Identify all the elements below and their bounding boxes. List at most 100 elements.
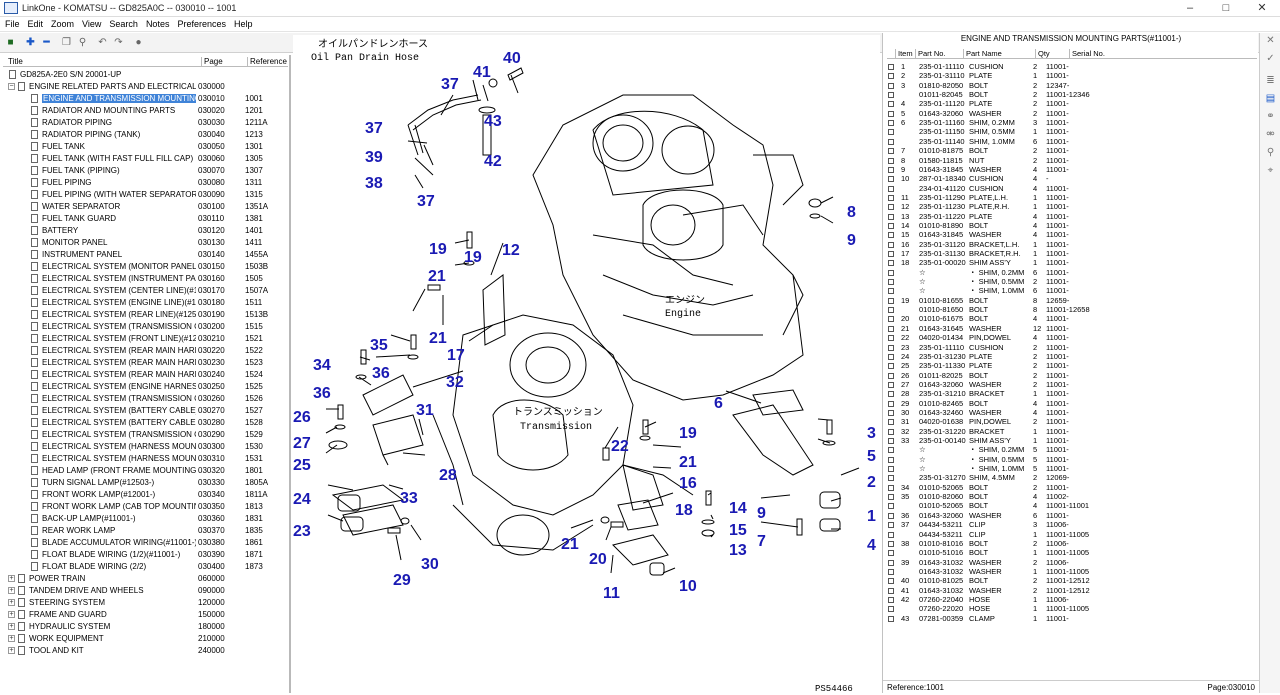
callout-number[interactable]: 31 [416, 402, 434, 419]
row-checkbox[interactable] [888, 531, 894, 538]
row-checkbox[interactable] [888, 522, 894, 529]
row-checkbox[interactable] [888, 101, 894, 108]
toc-item[interactable]: ELECTRICAL SYSTEM (ENGINE HARNESS) (...0… [0, 381, 288, 393]
callout-number[interactable]: 19 [429, 241, 447, 258]
callout-number[interactable]: 38 [365, 175, 383, 192]
toc-col-title[interactable]: Title [8, 57, 23, 66]
callout-number[interactable]: 27 [293, 435, 311, 452]
toc-item[interactable]: ELECTRICAL SYSTEM (REAR MAIN HARNE...030… [0, 369, 288, 381]
menu-item[interactable]: Notes [145, 19, 170, 29]
row-checkbox[interactable] [888, 447, 894, 454]
row-checkbox[interactable] [888, 550, 894, 557]
callout-number[interactable]: 28 [439, 467, 457, 484]
parts-diagram[interactable]: オイルパンドレンホース Oil Pan Drain Hose エンジン Engi… [293, 35, 880, 694]
callout-number[interactable]: 8 [847, 204, 856, 221]
expand-icon[interactable]: + [8, 575, 15, 582]
info-icon[interactable]: ● [135, 37, 142, 48]
row-checkbox[interactable] [888, 82, 894, 89]
callout-number[interactable]: 32 [446, 374, 464, 391]
callout-number[interactable]: 42 [484, 153, 502, 170]
menu-item[interactable]: Edit [27, 19, 44, 29]
row-checkbox[interactable] [888, 512, 894, 519]
row-checkbox[interactable] [888, 64, 894, 70]
row-checkbox[interactable] [888, 138, 894, 145]
toc-item[interactable]: FRONT WORK LAMP (CAB TOP MOUNTIN...03035… [0, 501, 288, 513]
expand-icon[interactable]: ✚ [26, 37, 35, 48]
callout-number[interactable]: 4 [867, 537, 876, 554]
row-checkbox[interactable] [888, 578, 894, 585]
row-checkbox[interactable] [888, 92, 894, 99]
callout-number[interactable]: 39 [365, 149, 383, 166]
row-checkbox[interactable] [888, 120, 894, 127]
toc-root[interactable]: GD825A-2E0 S/N 20001-UP [0, 69, 288, 81]
row-checkbox[interactable] [888, 391, 894, 398]
row-checkbox[interactable] [888, 251, 894, 257]
parts-col-header[interactable]: Item [895, 49, 913, 59]
row-checkbox[interactable] [888, 596, 894, 603]
toc-col-page[interactable]: Page [201, 57, 223, 66]
row-checkbox[interactable] [888, 194, 894, 201]
menu-item[interactable]: Search [109, 19, 138, 29]
callout-number[interactable]: 2 [867, 474, 876, 491]
callout-number[interactable]: 37 [417, 193, 435, 210]
row-checkbox[interactable] [888, 185, 894, 192]
row-checkbox[interactable] [888, 157, 894, 164]
callout-number[interactable]: 36 [313, 385, 331, 402]
callout-number[interactable]: 34 [313, 357, 331, 374]
callout-number[interactable]: 19 [679, 425, 697, 442]
callout-number[interactable]: 40 [503, 50, 521, 67]
find-icon[interactable]: ⚲ [1266, 147, 1275, 158]
callout-number[interactable]: 36 [372, 365, 390, 382]
row-checkbox[interactable] [888, 166, 894, 173]
callout-number[interactable]: 6 [714, 395, 723, 412]
unlink-icon[interactable]: ⚮ [1266, 129, 1275, 140]
callout-number[interactable]: 21 [561, 536, 579, 553]
row-checkbox[interactable] [888, 288, 894, 295]
close-pane-icon[interactable]: ✕ [1266, 35, 1275, 46]
back-page-icon[interactable]: ↶ [98, 37, 107, 48]
callout-number[interactable]: 21 [428, 268, 446, 285]
callout-number[interactable]: 21 [679, 454, 697, 471]
row-checkbox[interactable] [888, 297, 894, 304]
row-checkbox[interactable] [888, 260, 894, 267]
row-checkbox[interactable] [888, 344, 894, 351]
row-checkbox[interactable] [888, 148, 894, 155]
row-checkbox[interactable] [888, 400, 894, 407]
row-checkbox[interactable] [888, 325, 894, 332]
